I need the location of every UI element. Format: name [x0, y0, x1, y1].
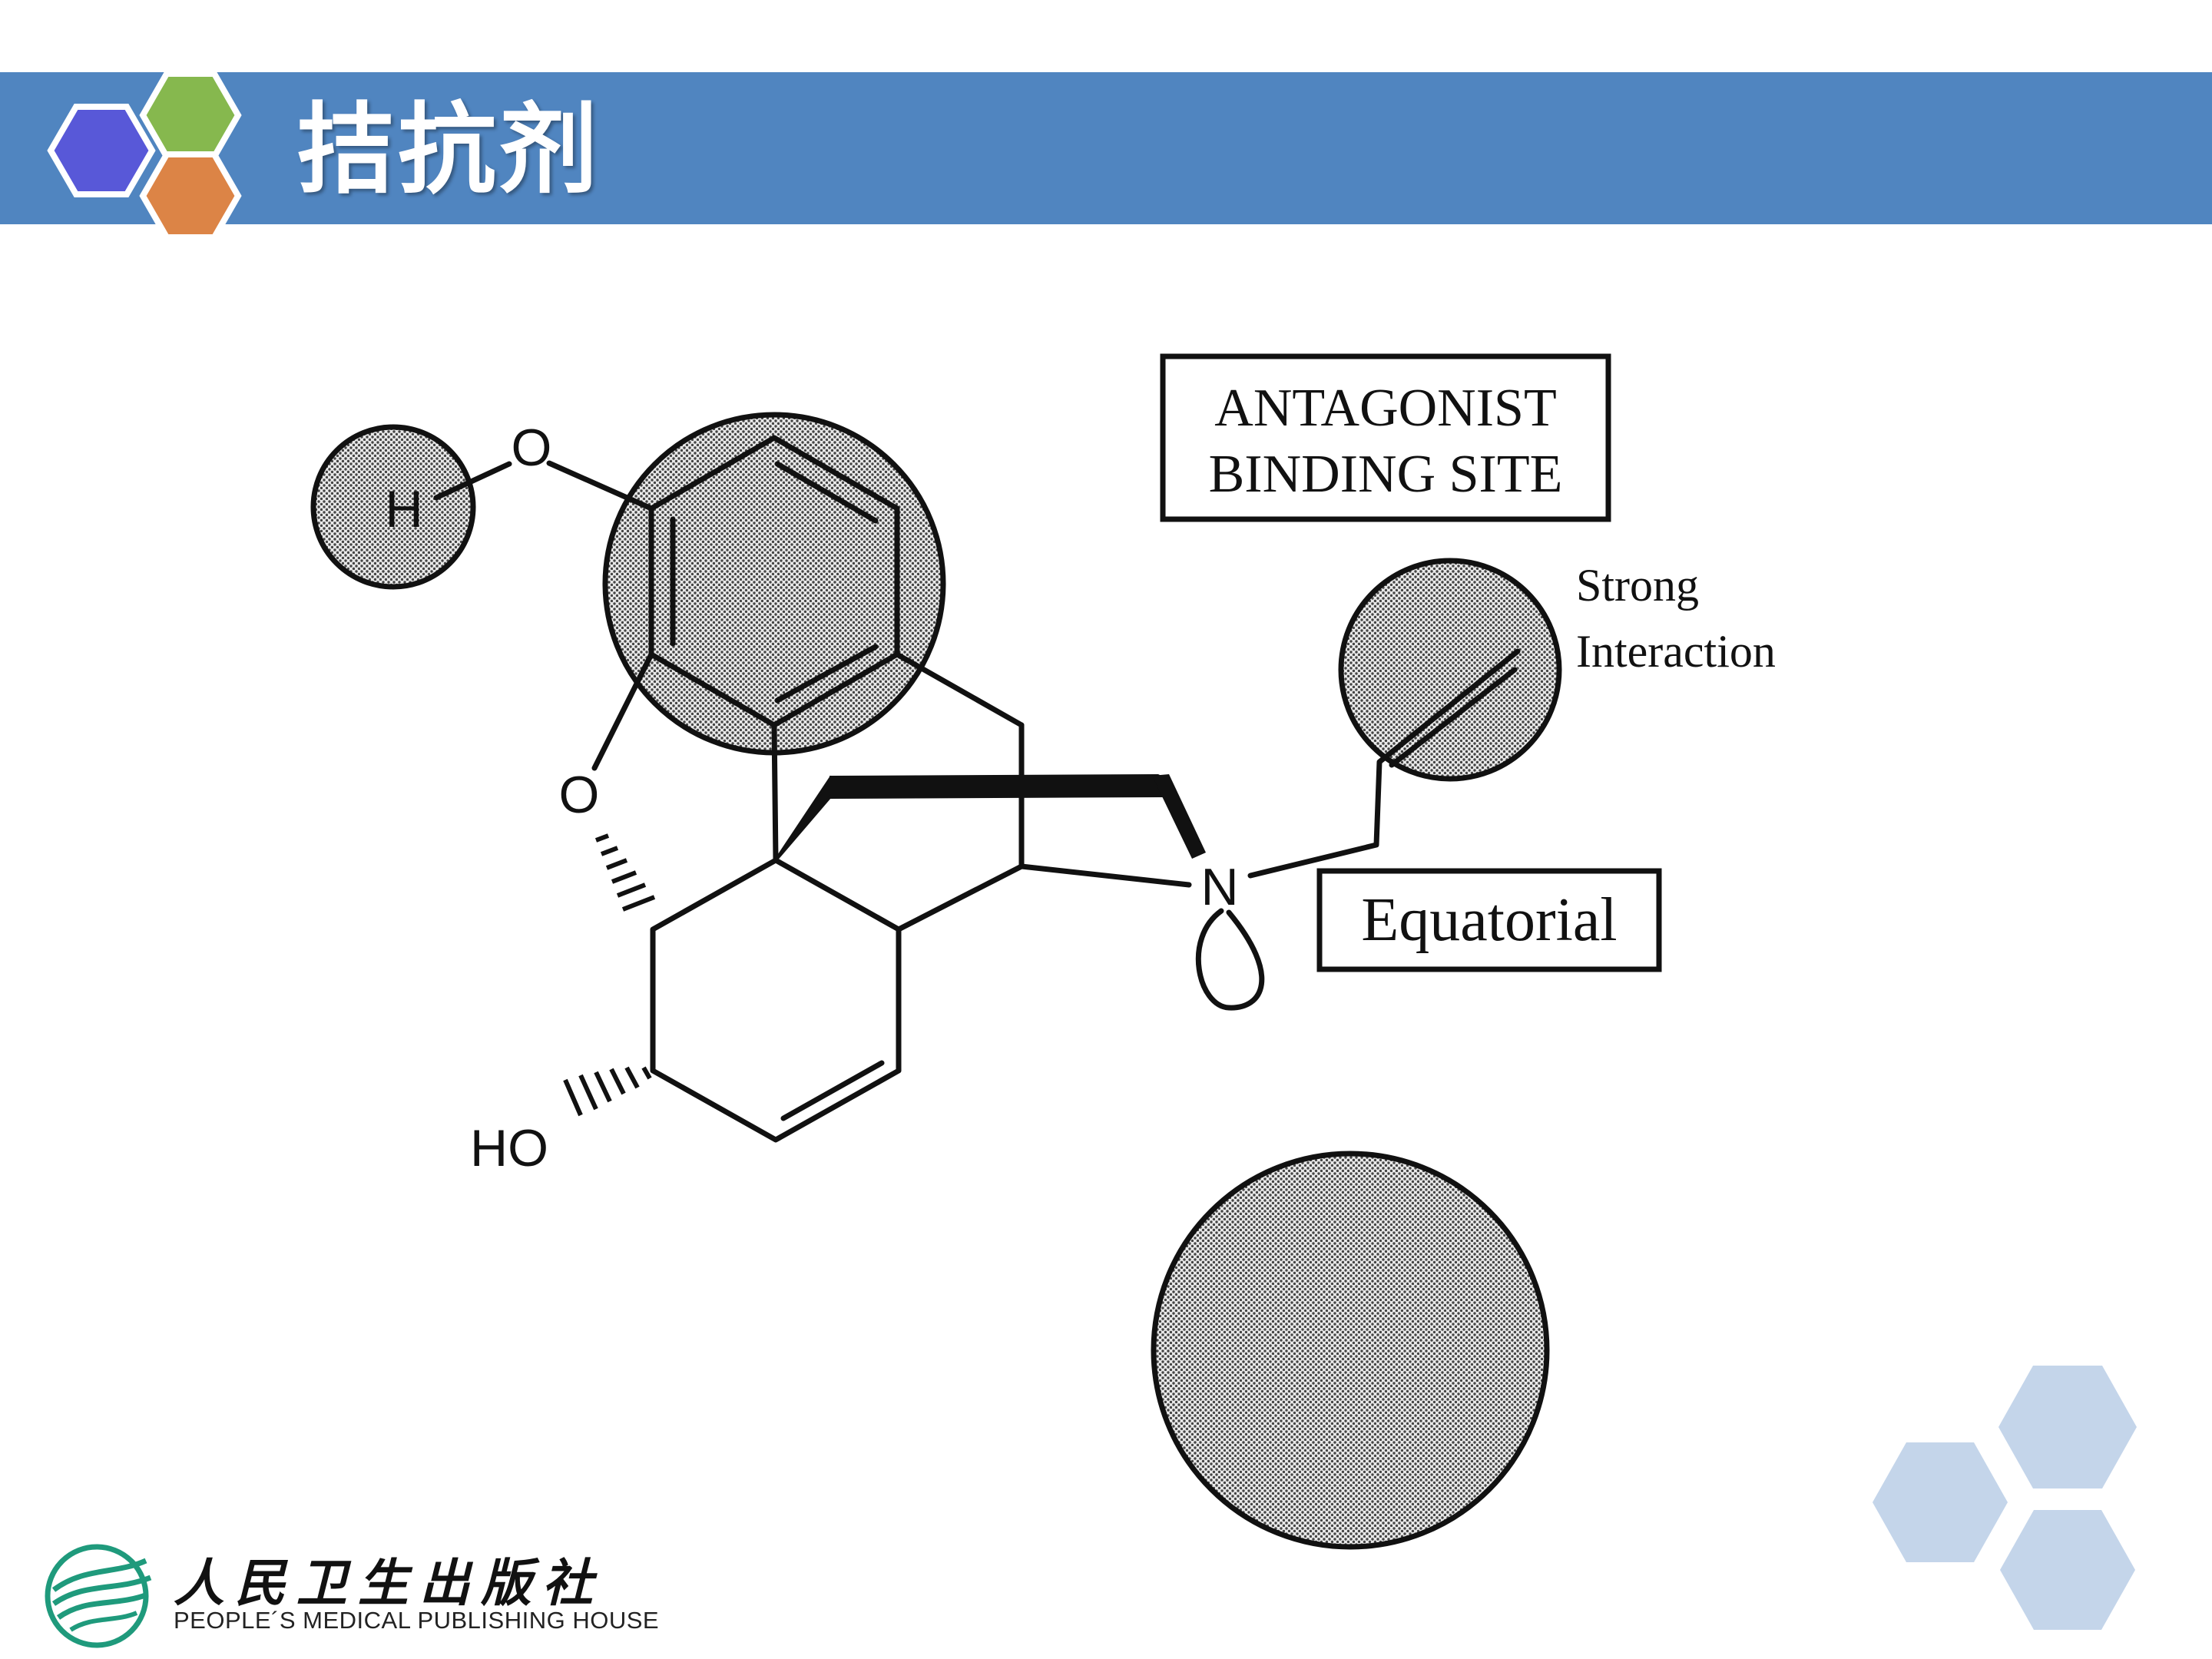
decor-hex-left: [1873, 1442, 2008, 1562]
allyl-double-bond: [1389, 667, 1518, 768]
equatorial-label: Equatorial: [1361, 886, 1617, 954]
wedge-bridge: [774, 776, 833, 862]
bond-ring-quaternary: [771, 722, 779, 863]
nitrogen-atom: N: [1200, 858, 1238, 916]
hex-orange: [139, 151, 242, 240]
strong-interaction-circle: [1338, 558, 1562, 782]
antagonist-label-line2: BINDING SITE: [1209, 445, 1563, 504]
hex-green: [139, 71, 242, 160]
bond-c14-c9: [896, 863, 1025, 932]
hydroxyl-group: HO: [470, 1119, 548, 1177]
bond-ring-ether-o: [591, 651, 654, 771]
publisher-name-cn: 人民卫生出版社: [174, 1553, 604, 1613]
lone-pair-lobe: [1195, 908, 1265, 1011]
wedge-to-n: [1152, 774, 1206, 859]
hydrogen-circle: [310, 424, 476, 590]
morphine-structure: O H O N: [310, 353, 1776, 1550]
bond-ring-o: [546, 460, 654, 512]
allyl-chain: [1247, 648, 1521, 879]
phenol-oxygen: O: [512, 419, 552, 477]
bond-c9-n: [1018, 863, 1192, 888]
slide-title: 拮抗剂: [296, 93, 601, 207]
publisher-name-en: PEOPLE´S MEDICAL PUBLISHING HOUSE: [174, 1607, 660, 1634]
hashed-bond-ether: [594, 833, 656, 912]
lower-ring-double-bond: [780, 1060, 885, 1121]
header-bar: [0, 72, 2212, 224]
hydrogen-atom: H: [385, 480, 422, 538]
ether-oxygen: O: [559, 766, 600, 824]
aromatic-ring-circle: [602, 412, 946, 756]
lower-ring: [650, 857, 902, 1143]
decor-hex-top: [1998, 1366, 2137, 1488]
aromatic-double-bond-1: [774, 461, 879, 524]
antagonist-label-box: [1160, 353, 1611, 522]
decorative-hexagons: [1873, 1366, 2137, 1630]
strong-label-line1: Strong: [1576, 560, 1699, 611]
equatorial-site-circle: [1151, 1151, 1550, 1550]
hex-blue: [47, 104, 156, 197]
strong-label-line2: Interaction: [1576, 626, 1776, 677]
antagonist-label-line1: ANTAGONIST: [1214, 379, 1556, 438]
decor-hex-bottom: [2000, 1510, 2135, 1630]
equatorial-label-box: [1316, 868, 1662, 972]
header-hex-logo: [47, 71, 242, 240]
hashed-bond-hydroxyl: [563, 1066, 652, 1117]
bold-bridge: [830, 774, 1167, 799]
bond-o-h: [433, 461, 512, 501]
publisher-logo-icon: [45, 1544, 152, 1648]
aromatic-double-bond-2: [774, 644, 879, 704]
bond-ring-benzylic: [894, 651, 1025, 728]
